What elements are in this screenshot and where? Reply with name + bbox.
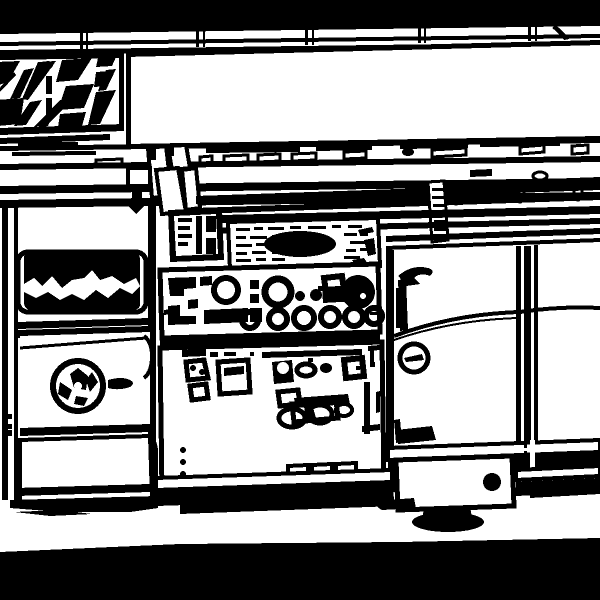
duct-vent-openings — [94, 143, 590, 169]
lower-panel-left-knobs — [183, 357, 212, 403]
cabinet-hook-bracket — [396, 267, 433, 331]
panel-left-blocks — [164, 276, 248, 325]
duct-band — [0, 138, 600, 254]
panel-display-and-dial — [318, 275, 375, 309]
viewport-window — [15, 249, 149, 315]
ceiling-rail-dividers — [80, 25, 569, 49]
cabinet-gauge — [397, 341, 431, 375]
top-black-band — [0, 0, 600, 34]
hand-wheel-panel — [19, 332, 155, 436]
lower-panel-display — [215, 357, 253, 397]
hand-wheel-spokes — [58, 368, 98, 406]
lower-panel-machine-block — [275, 387, 354, 430]
lower-panel-top-marks — [210, 345, 380, 362]
placard-bracket-marks — [178, 216, 216, 254]
monitor-power-indicator — [483, 473, 501, 491]
lower-instrument-panel — [157, 339, 387, 495]
bench-edge-beams — [154, 463, 600, 514]
left-column-assembly — [2, 206, 158, 516]
upper-left-facets — [0, 53, 124, 146]
lower-door-panel — [16, 433, 158, 506]
wheel-latch-handle — [108, 378, 133, 390]
upper-blank-panel — [126, 40, 600, 150]
cabinet-rail-dots — [524, 444, 527, 468]
main-control-panel — [157, 261, 385, 352]
panel-knob-row — [239, 305, 385, 331]
monitor-base — [412, 512, 484, 532]
placard-ellipse — [264, 231, 336, 257]
hand-wheel-rim — [50, 358, 106, 414]
bottom-black-band — [0, 538, 600, 600]
lower-panel-right-knobs — [272, 354, 375, 384]
